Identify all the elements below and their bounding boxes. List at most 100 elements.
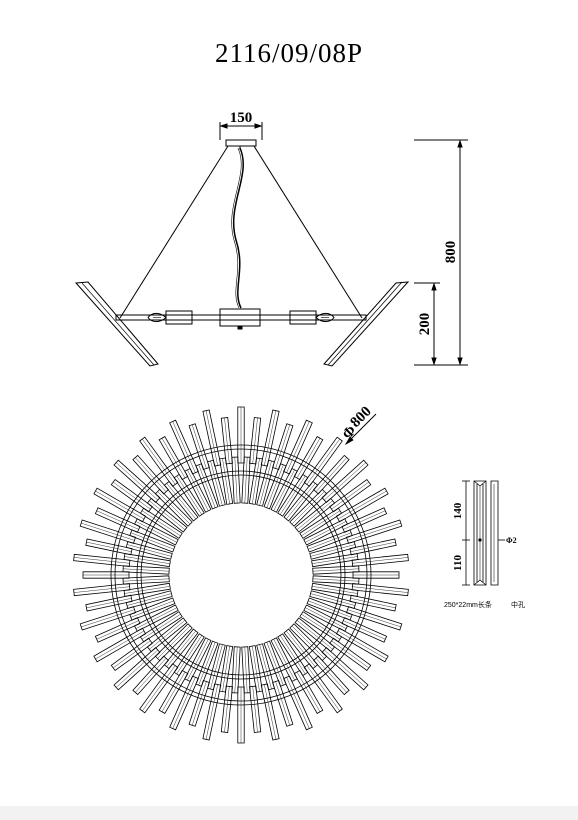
upper-length-label: 140 [452, 502, 464, 519]
crystal-prism [123, 553, 171, 568]
crystal-prism [85, 538, 133, 556]
crystal-facet [142, 438, 176, 485]
diameter-leader [349, 413, 377, 441]
crystal-prism [195, 640, 219, 687]
crystal-prism [306, 597, 353, 621]
crystal-facet [86, 541, 132, 552]
crystal-facet [331, 481, 369, 510]
crystal-facet [266, 464, 284, 508]
crystal-prism [277, 633, 309, 677]
crystal-facet [116, 462, 158, 501]
crystal-prism [283, 480, 319, 522]
crystal-prism [260, 683, 280, 741]
crystal-prism [349, 594, 397, 612]
crystal-prism [139, 663, 179, 714]
crystal-facet [352, 557, 409, 564]
product-code-title: 2116/09/08P [214, 38, 364, 68]
crystal-prism [351, 583, 409, 597]
crystal-wing-left [74, 281, 159, 367]
crystal-facet [312, 568, 359, 572]
crystal-facet [252, 686, 258, 733]
crystal-prism [321, 459, 369, 503]
crystal-prism [125, 590, 173, 609]
crystal-prism [335, 627, 389, 663]
crystal-facet [286, 421, 310, 473]
crystal-prism [184, 467, 212, 513]
arrow-head [219, 123, 228, 129]
crystal-detail [462, 480, 505, 586]
crystal-prism [256, 459, 275, 507]
crystal-prism [219, 457, 234, 505]
crystal-prism [306, 529, 353, 553]
crystal-facet [73, 557, 130, 564]
frame-ring-inner-inner [140, 474, 342, 676]
crystal-prism [169, 419, 199, 475]
crystal-facet [187, 469, 209, 511]
crystal-prism [256, 643, 275, 691]
crystal-facet [95, 490, 145, 520]
crystal-facet [149, 500, 186, 530]
crystal-wing-right [323, 281, 410, 367]
crystal-prism [82, 571, 130, 579]
crystal-prism [329, 478, 372, 513]
crystal-facet [141, 510, 181, 536]
crystal-prism [132, 655, 169, 696]
crystal-prism [110, 637, 153, 672]
crystal-prism [173, 633, 205, 677]
crystal-prism [241, 456, 251, 504]
crystal-facet [308, 600, 352, 618]
arrow-head [254, 123, 263, 129]
crystal-side-view [490, 480, 499, 586]
crystal-facet [273, 639, 295, 681]
crystal-prism [294, 497, 336, 533]
crystal-prism [283, 675, 313, 731]
crystal-facet [280, 635, 306, 675]
crystal-facet [81, 609, 135, 628]
crystal-prism [85, 594, 133, 612]
crystal-prism [237, 406, 245, 464]
crystal-facet [264, 410, 277, 466]
crystal-facet [312, 556, 358, 564]
crystal-prism [311, 582, 359, 597]
crystal-prism [169, 675, 199, 731]
crystal-prism [294, 617, 336, 653]
crystal-prism [122, 575, 170, 585]
crystal-facet [343, 620, 386, 640]
crystal-prism [154, 623, 193, 662]
crystal-prism [125, 541, 173, 560]
crystal-prism [312, 565, 360, 575]
crystal-facet [135, 457, 167, 492]
crystal-facet [291, 491, 325, 525]
crystal-facet [86, 598, 132, 609]
crystal-facet [306, 438, 340, 485]
crystal-prism [146, 617, 188, 653]
crystal-facet [73, 586, 130, 593]
crystal-facet [275, 424, 290, 469]
crystal-facet [130, 532, 174, 550]
crystal-facet [172, 677, 196, 729]
crystal-facet [286, 677, 310, 729]
crystal-facet [306, 665, 340, 712]
crystal-prism [248, 457, 263, 505]
crystal-prism [270, 637, 298, 683]
crystal-prism [207, 643, 226, 691]
crystal-prism [93, 627, 147, 663]
crystal-facet [296, 620, 333, 650]
crystal-facet [308, 532, 352, 550]
central-hub [219, 308, 261, 327]
crystal-facet [81, 522, 135, 541]
crystal-prism [263, 463, 287, 510]
crystal-prism [73, 583, 131, 597]
crystal-prism [188, 679, 210, 727]
crystal-facet [116, 649, 158, 688]
crystal-facet [222, 646, 230, 692]
crystal-facet [124, 556, 170, 564]
center-hole [478, 538, 482, 542]
crystal-facet [259, 644, 272, 690]
crystal-prism [154, 488, 193, 527]
crystal-prism [122, 565, 170, 575]
crystal-prism [220, 417, 233, 465]
crystal-facet [205, 684, 218, 740]
crystal-facet [126, 544, 172, 557]
